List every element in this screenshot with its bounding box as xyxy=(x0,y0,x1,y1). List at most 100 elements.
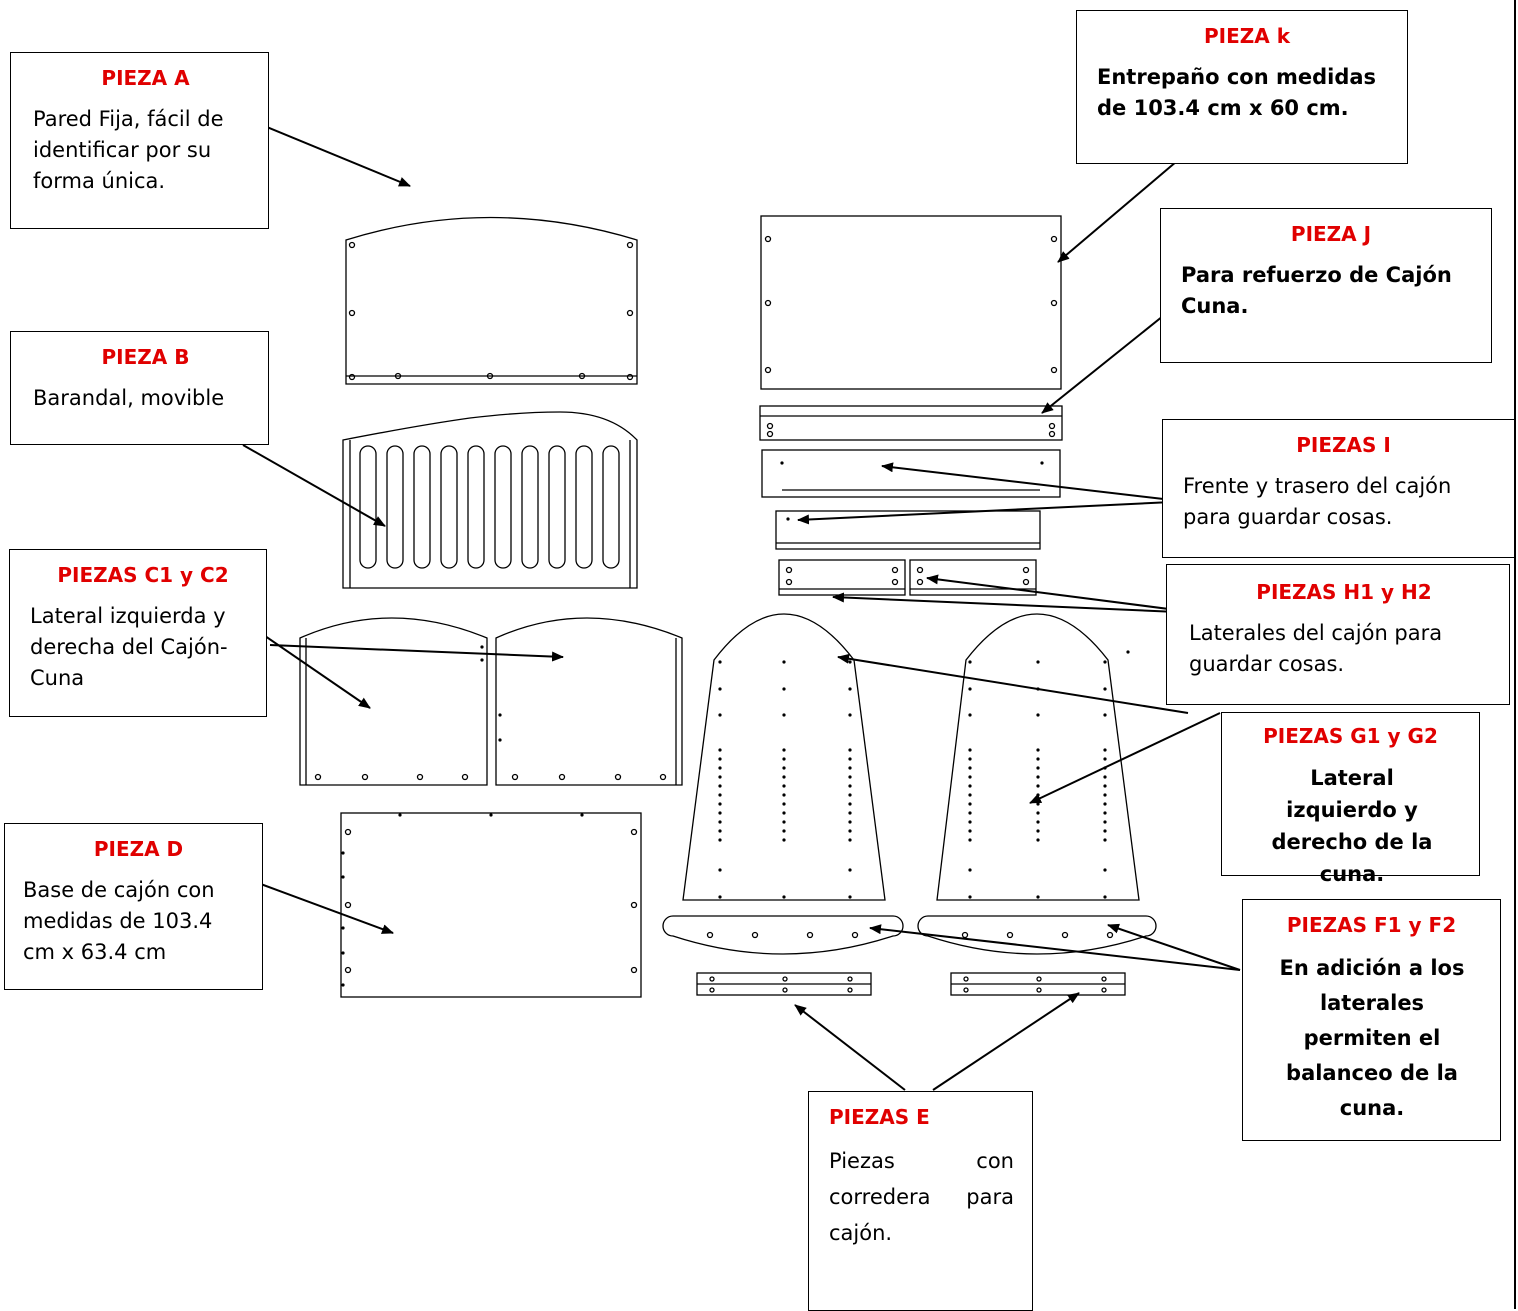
hole-dot xyxy=(968,687,972,691)
label-piezas-h: PIEZAS H1 y H2 Laterales del cajón para … xyxy=(1166,564,1510,705)
hole-dot xyxy=(848,687,852,691)
hole-dot xyxy=(968,829,972,833)
hole-dot xyxy=(848,775,852,779)
hole-dot xyxy=(782,775,786,779)
hole-dot xyxy=(341,926,345,930)
hole-dot xyxy=(1103,811,1107,815)
label-description: Base de cajón con medidas de 103.4 cm x … xyxy=(23,878,215,964)
label-piezas-f: PIEZAS F1 y F2 En adición a los laterale… xyxy=(1242,899,1501,1141)
hole-dot xyxy=(782,793,786,797)
label-title: PIEZAS H1 y H2 xyxy=(1256,580,1432,604)
part-i-drawing xyxy=(761,449,1061,550)
hole-dot xyxy=(718,775,722,779)
label-pieza-a: PIEZA A Pared Fija, fácil de identificar… xyxy=(10,52,269,229)
hole-dot xyxy=(718,811,722,815)
arrow-pieza-h2 xyxy=(926,574,1201,614)
hole-dot xyxy=(341,851,345,855)
hole-dot xyxy=(968,895,972,899)
hole-dot xyxy=(782,748,786,752)
arrow-pieza-a xyxy=(244,117,411,187)
label-title: PIEZA A xyxy=(101,66,190,90)
label-title: PIEZA B xyxy=(101,345,190,369)
hole-dot xyxy=(968,775,972,779)
arrow-pieza-b xyxy=(242,444,386,527)
label-title: PIEZAS I xyxy=(1296,433,1391,457)
hole-dot xyxy=(848,784,852,788)
part-c-drawing xyxy=(299,617,683,786)
hole-dot xyxy=(848,748,852,752)
hole-dot xyxy=(782,766,786,770)
hole-dot xyxy=(1036,775,1040,779)
arrow-pieza-j xyxy=(1041,311,1169,414)
part-j-drawing xyxy=(759,405,1063,441)
label-pieza-k: PIEZA k Entrepaño con medidas de 103.4 c… xyxy=(1076,10,1408,164)
label-title: PIEZAS G1 y G2 xyxy=(1263,724,1438,748)
hole-dot xyxy=(1103,784,1107,788)
label-title: PIEZA D xyxy=(93,837,184,861)
hole-dot xyxy=(848,868,852,872)
hole-dot xyxy=(968,820,972,824)
hole-dot xyxy=(968,748,972,752)
hole-dot xyxy=(782,829,786,833)
hole-dot xyxy=(968,868,972,872)
hole-dot xyxy=(848,766,852,770)
hole-dot xyxy=(848,660,852,664)
label-title: PIEZAS F1 y F2 xyxy=(1286,913,1457,937)
hole-dot xyxy=(782,713,786,717)
arrow-pieza-i1 xyxy=(881,462,1173,501)
hole-dot xyxy=(968,811,972,815)
hole-dot xyxy=(780,461,784,465)
arrow-pieza-e2 xyxy=(932,992,1080,1091)
hole-dot xyxy=(1103,895,1107,899)
hole-dot xyxy=(718,793,722,797)
hole-dot xyxy=(786,517,790,521)
label-piezas-g: PIEZAS G1 y G2 Lateral izquierdo y derec… xyxy=(1221,712,1480,886)
hole-dot xyxy=(1036,793,1040,797)
hole-dot xyxy=(782,660,786,664)
hole-dot xyxy=(1036,802,1040,806)
hole-dot xyxy=(398,813,402,817)
hole-dot xyxy=(718,660,722,664)
hole-dot xyxy=(718,757,722,761)
part-g-drawing xyxy=(682,613,1140,901)
hole-dot xyxy=(848,811,852,815)
hole-dot xyxy=(848,829,852,833)
hole-dot xyxy=(1103,868,1107,872)
hole-dot xyxy=(1036,713,1040,717)
hole-dot xyxy=(341,875,345,879)
label-description: Pared Fija, fácil de identificar por su … xyxy=(33,107,224,193)
label-description: Barandal, movible xyxy=(33,386,225,410)
hole-dot xyxy=(1036,895,1040,899)
hole-dot xyxy=(718,713,722,717)
hole-dot xyxy=(718,895,722,899)
hole-dot xyxy=(718,838,722,842)
hole-dot xyxy=(1036,838,1040,842)
hole-dot xyxy=(718,820,722,824)
arrow-pieza-f1 xyxy=(869,924,1241,971)
hole-dot xyxy=(1036,757,1040,761)
arrow-pieza-d xyxy=(257,882,394,934)
hole-dot xyxy=(489,813,493,817)
hole-dot xyxy=(1103,838,1107,842)
arrow-pieza-c2 xyxy=(269,644,564,662)
hole-dot xyxy=(782,784,786,788)
label-piezas-i: PIEZAS I Frente y trasero del cajón para… xyxy=(1162,419,1515,558)
hole-dot xyxy=(782,820,786,824)
hole-dot xyxy=(782,687,786,691)
hole-dot xyxy=(1036,748,1040,752)
label-pieza-j: PIEZA J Para refuerzo de Cajón Cuna. xyxy=(1160,208,1492,363)
hole-dot xyxy=(1103,660,1107,664)
hole-dot xyxy=(968,757,972,761)
label-description: Frente y trasero del cajón para guardar … xyxy=(1183,474,1452,529)
arrow-pieza-e1 xyxy=(794,1004,906,1091)
hole-dot xyxy=(718,829,722,833)
label-description: Lateral izquierdo y derecho de la cuna. xyxy=(1271,766,1433,886)
hole-dot xyxy=(580,813,584,817)
hole-dot xyxy=(848,793,852,797)
hole-dot xyxy=(1036,811,1040,815)
hole-dot xyxy=(480,645,484,649)
hole-dot xyxy=(1103,775,1107,779)
hole-dot xyxy=(1103,820,1107,824)
part-a-drawing xyxy=(345,216,638,385)
